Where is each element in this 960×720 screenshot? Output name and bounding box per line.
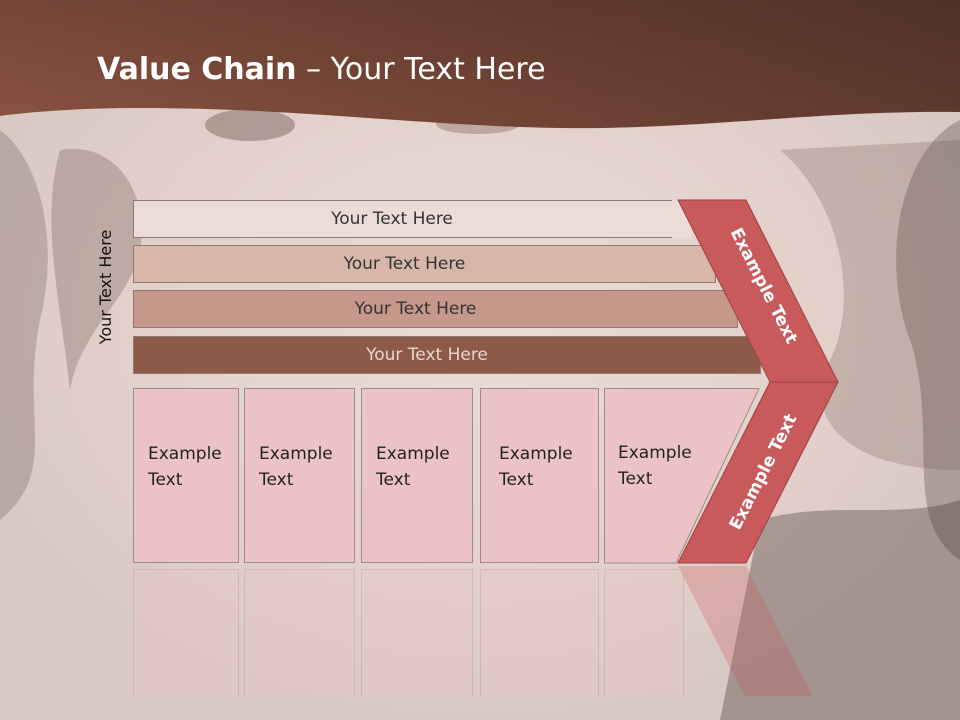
column-4-line2: Text (499, 470, 534, 490)
bar-1: Your Text Here (133, 200, 691, 238)
column-1-line2: Text (148, 470, 183, 490)
column-4-line1: Example (499, 444, 573, 464)
slide-title: Value Chain – Your Text Here (97, 52, 546, 87)
bar-1-label: Your Text Here (331, 209, 453, 229)
bar-4: Your Text Here (133, 336, 761, 374)
column-1-line1: Example (148, 444, 222, 464)
bar-2-label: Your Text Here (343, 254, 466, 274)
bar-3: Your Text Here (133, 290, 738, 328)
column-5 (604, 388, 760, 564)
bar-2: Your Text Here (133, 245, 716, 283)
title-rest: – Your Text Here (296, 52, 546, 87)
column-3-line2: Text (376, 470, 411, 490)
column-2-line2: Text (259, 470, 294, 490)
bar-4-label: Your Text Here (366, 345, 488, 365)
column-2-line1: Example (259, 444, 333, 464)
column-5-line1: Example (618, 443, 692, 463)
chevron-bottom-arm (677, 381, 839, 564)
title-bold: Value Chain (97, 52, 297, 87)
bar-3-label: Your Text Here (354, 299, 477, 319)
column-5-line2: Text (618, 469, 653, 489)
column-3-line1: Example (376, 444, 450, 464)
